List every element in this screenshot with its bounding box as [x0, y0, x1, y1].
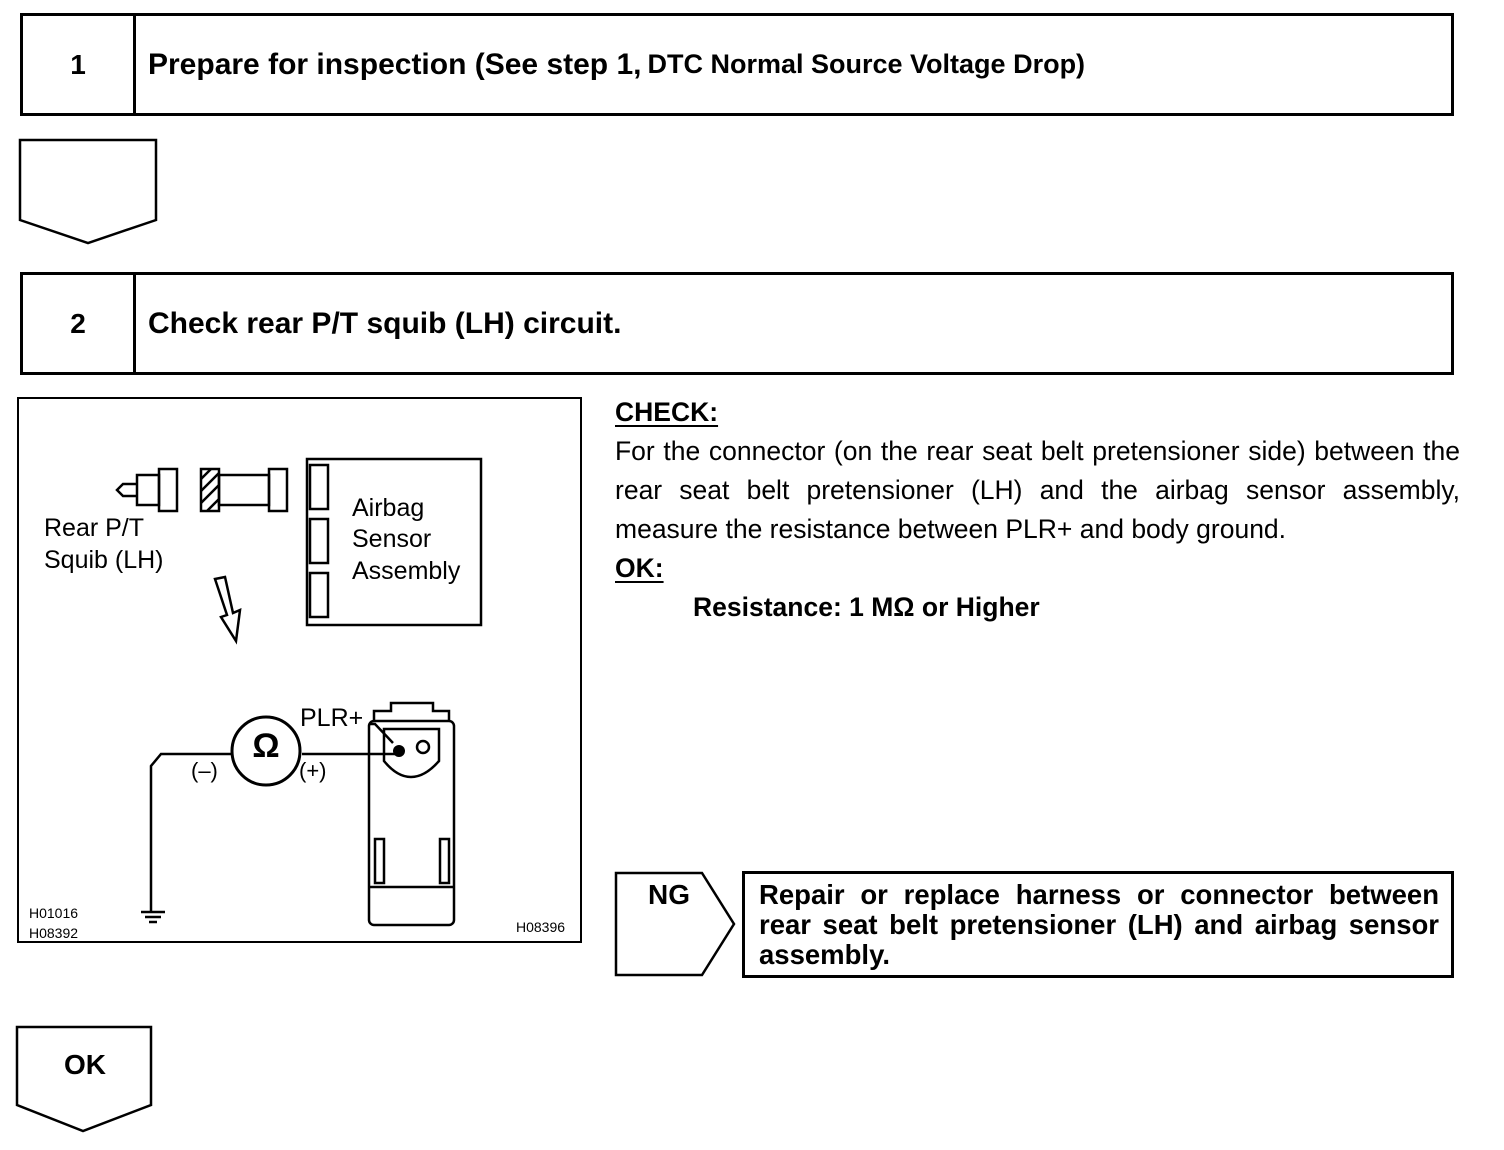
ohm-symbol: Ω: [252, 727, 280, 765]
down-arrow-icon: [213, 575, 242, 645]
ok-arrow: OK: [15, 1025, 155, 1135]
ng-label: NG: [648, 879, 690, 910]
step-1-title-ref: DTC Normal Source Voltage Drop): [647, 49, 1086, 79]
squib-label-line-2: Squib (LH): [44, 546, 164, 574]
diagram-code-2: H08392: [29, 925, 79, 941]
sensor-label-line-3: Assembly: [352, 557, 461, 585]
step-2-number: 2: [23, 275, 136, 372]
step-1-number: 1: [23, 16, 136, 113]
hatched-connector-icon: [199, 467, 289, 513]
negative-label: (–): [191, 758, 218, 783]
pretensioner-connector: [367, 701, 456, 927]
ok-label: OK: [64, 1049, 106, 1080]
sensor-label-line-1: Airbag: [352, 494, 425, 522]
diagram-code-3: H08396: [516, 919, 566, 935]
check-heading: CHECK:: [615, 397, 719, 427]
step-2-box: 2 Check rear P/T squib (LH) circuit.: [20, 272, 1454, 375]
ng-action-box: Repair or replace harness or connector b…: [742, 871, 1454, 978]
step-1-title-main: Prepare for inspection (See step 1,: [148, 47, 642, 81]
step-2-title: Check rear P/T squib (LH) circuit.: [148, 306, 622, 340]
squib-connector-icon: [115, 467, 179, 513]
step-1-box: 1 Prepare for inspection (See step 1, DT…: [20, 13, 1454, 116]
continue-arrow: [18, 138, 158, 245]
squib-label-line-1: Rear P/T: [44, 514, 145, 542]
ok-spec: Resistance: 1 MΩ or Higher: [693, 592, 1040, 622]
ng-arrow: NG: [614, 871, 738, 978]
check-text: For the connector (on the rear seat belt…: [615, 436, 1460, 544]
circuit-diagram: Rear P/T Squib (LH) Airbag Sensor Assemb…: [17, 397, 582, 943]
positive-label: (+): [299, 758, 327, 783]
diagram-code-1: H01016: [29, 905, 79, 921]
step-1-title: Prepare for inspection (See step 1, DTC …: [136, 16, 1451, 113]
ohmmeter-icon: [230, 715, 302, 787]
sensor-label-line-2: Sensor: [352, 525, 432, 553]
check-section: CHECK: For the connector (on the rear se…: [615, 393, 1460, 627]
sensor-assembly-box: [305, 457, 483, 627]
terminal-label: PLR+: [300, 704, 364, 732]
ok-heading: OK:: [615, 553, 664, 583]
ground-wire: [149, 752, 232, 911]
